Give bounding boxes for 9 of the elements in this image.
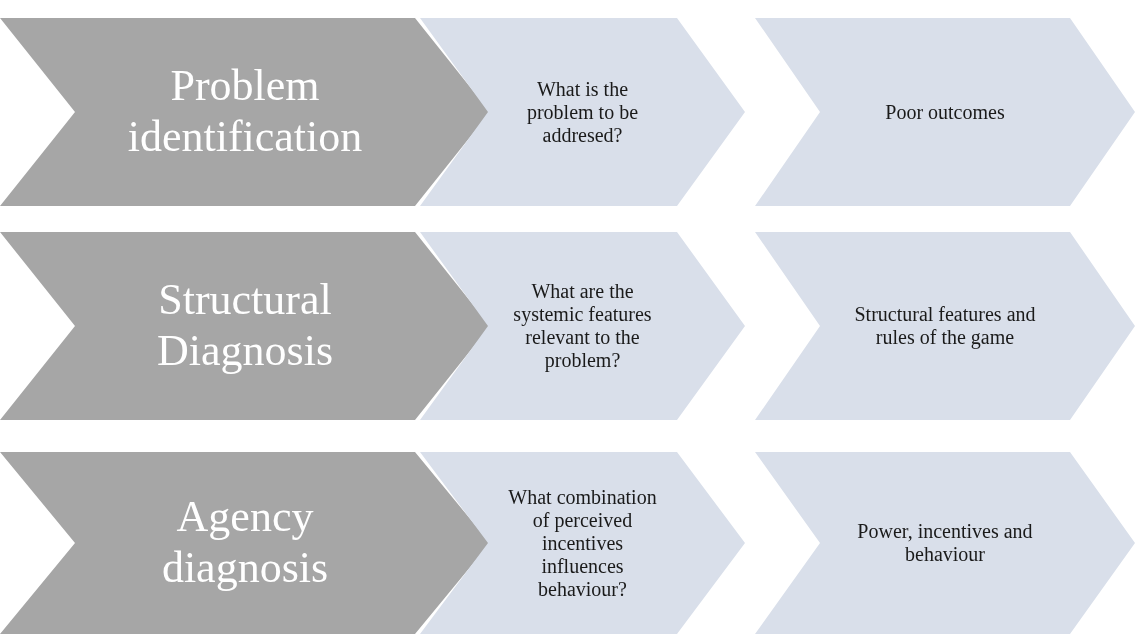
question-text: What are the systemic features relevant to the problem? xyxy=(512,280,653,372)
stage-title: Structural Diagnosis xyxy=(156,275,334,377)
stage-title: Agency diagnosis xyxy=(160,492,330,594)
answer-text: Power, incentives and behaviour xyxy=(856,520,1034,566)
stage-title: Problem identification xyxy=(126,61,364,163)
answer-text: Structural features and rules of the game xyxy=(853,303,1037,349)
answer-text: Poor outcomes xyxy=(885,100,1005,124)
question-text: What is the problem to be addresed? xyxy=(525,77,640,147)
question-text: What combination of perceived incentives influences behaviour? xyxy=(507,485,658,601)
